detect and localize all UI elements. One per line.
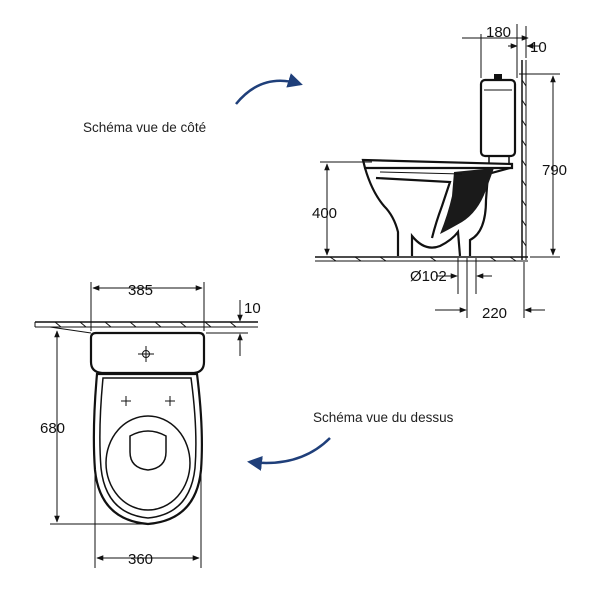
top-tank [89, 331, 206, 375]
dim-label-outlet-diameter: Ø102 [410, 268, 447, 285]
dim-180: 180 [462, 24, 529, 78]
top-view: 385 10 680 360 Schéma vue du dessus [34, 282, 454, 568]
dim-label-tank-width: 385 [128, 282, 153, 299]
dim-10-side: 10 [508, 26, 547, 58]
dim-label-total-depth: 680 [40, 420, 65, 437]
dim-label-outlet-distance: 220 [482, 305, 507, 322]
flush-button-icon [138, 346, 154, 362]
seat-hinge-left-icon [121, 396, 131, 406]
dim-label-bowl-width: 360 [128, 551, 153, 568]
dim-790: 790 [519, 73, 567, 258]
dim-label-wall-gap-side: 10 [530, 39, 547, 56]
side-view-caption: Schéma vue de côté [83, 120, 206, 135]
side-floor [315, 256, 528, 262]
top-view-caption: Schéma vue du dessus [313, 410, 454, 425]
top-view-pointer-arrow [247, 437, 331, 471]
dim-outlet-diameter: Ø102 [410, 258, 492, 294]
side-tank [479, 74, 517, 164]
side-view: 180 10 790 400 Ø102 [83, 24, 567, 322]
dim-400: 400 [312, 161, 372, 256]
dim-label-wall-gap-top: 10 [244, 300, 261, 317]
top-wall [34, 321, 258, 328]
dim-label-tank-depth: 180 [486, 24, 511, 41]
side-wall [521, 60, 527, 260]
top-bowl [92, 372, 203, 526]
dim-label-seat-height: 400 [312, 205, 337, 222]
dim-680: 680 [40, 326, 146, 525]
side-view-pointer-arrow [235, 73, 303, 105]
dim-220: 220 [435, 258, 545, 322]
side-bowl [361, 158, 514, 257]
dim-360: 360 [94, 470, 202, 568]
seat-hinge-right-icon [165, 396, 175, 406]
dim-10-top: 10 [206, 300, 261, 356]
dim-label-total-height: 790 [542, 162, 567, 179]
dim-385: 385 [90, 282, 205, 331]
